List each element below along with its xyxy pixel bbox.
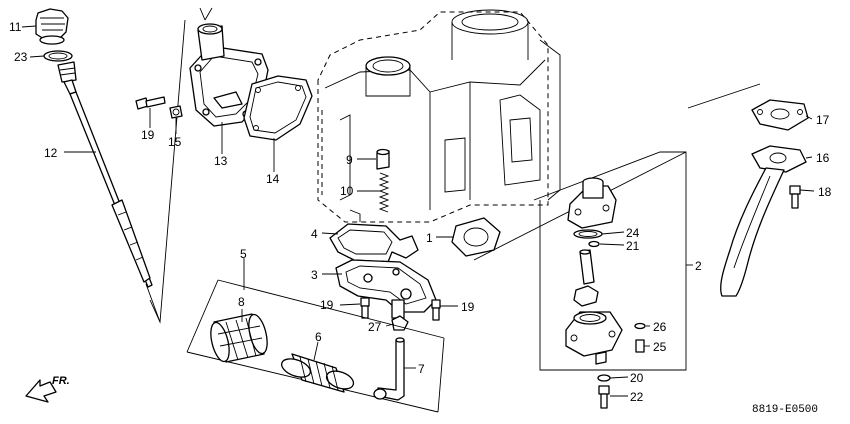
callout-11: 11 bbox=[9, 20, 22, 34]
direction-label: FR. bbox=[52, 375, 70, 387]
callout-6: 6 bbox=[315, 330, 322, 344]
callout-17: 17 bbox=[816, 113, 830, 127]
pipe-gasket bbox=[751, 99, 809, 131]
bolt-right bbox=[431, 299, 441, 321]
callout-22: 23 bbox=[14, 50, 28, 64]
nut-upper bbox=[169, 105, 183, 119]
pump-washer bbox=[588, 240, 600, 248]
oil-filler-cap bbox=[35, 8, 69, 45]
callout-20: 20 bbox=[630, 371, 644, 385]
pump-housing bbox=[565, 311, 623, 365]
callout-27: 27 bbox=[368, 320, 382, 334]
callout-5: 5 bbox=[240, 247, 247, 261]
leader-lines bbox=[21, 25, 815, 397]
pickup-pipe bbox=[373, 337, 405, 401]
washer-26 bbox=[634, 322, 646, 330]
strainer-filter bbox=[280, 353, 355, 393]
callout-14: 14 bbox=[266, 172, 280, 186]
bolt-upper bbox=[135, 96, 166, 110]
breather-gasket bbox=[243, 75, 313, 141]
callout-21: 21 bbox=[626, 239, 640, 253]
drawing-code: 8819-E0500 bbox=[752, 404, 818, 416]
pump-shaft bbox=[579, 249, 595, 285]
callout-4: 4 bbox=[311, 227, 318, 241]
callout-25: 25 bbox=[653, 340, 667, 354]
callout-19-left: 19 bbox=[320, 298, 334, 312]
oil-pump-body bbox=[335, 259, 437, 319]
bolt-24 bbox=[598, 385, 610, 409]
engine-block bbox=[317, 9, 561, 223]
callout-7: 7 bbox=[418, 362, 425, 376]
callout-9: 9 bbox=[346, 153, 353, 167]
spring bbox=[378, 172, 390, 213]
callout-13: 13 bbox=[214, 154, 228, 168]
dipstick bbox=[57, 61, 161, 323]
callout-23: 24 bbox=[626, 226, 640, 240]
callout-24: 22 bbox=[630, 390, 644, 404]
callout-10: 10 bbox=[340, 184, 354, 198]
callout-18: 18 bbox=[818, 185, 832, 199]
callout-1: 1 bbox=[426, 231, 433, 245]
callout-19-right: 19 bbox=[461, 300, 475, 314]
strainer-screen bbox=[210, 313, 268, 363]
bolt-25 bbox=[635, 339, 645, 353]
callout-3: 3 bbox=[311, 268, 318, 282]
front-direction-arrow bbox=[25, 379, 57, 403]
o-ring bbox=[43, 50, 73, 62]
callout-12: 12 bbox=[44, 146, 58, 160]
dowel-pin bbox=[376, 148, 390, 170]
callout-19-top: 19 bbox=[141, 128, 155, 142]
small-clip bbox=[391, 315, 409, 331]
pump-assembly-bracket bbox=[533, 151, 687, 371]
strainer-group-frame bbox=[186, 279, 445, 413]
pump-gasket bbox=[329, 223, 419, 263]
inner-rotor bbox=[573, 285, 599, 307]
washer-20 bbox=[597, 374, 611, 382]
bolt-left bbox=[360, 297, 370, 319]
pump-cover bbox=[567, 177, 617, 229]
callout-26: 26 bbox=[653, 320, 667, 334]
callout-16: 16 bbox=[816, 151, 830, 165]
callout-15: 15 bbox=[168, 135, 182, 149]
callout-8: 8 bbox=[238, 295, 245, 309]
callout-labels: 11 23 12 19 15 13 14 9 10 4 3 19 19 27 1… bbox=[9, 20, 832, 404]
callout-2: 2 bbox=[695, 259, 702, 273]
oil-pipe bbox=[720, 145, 807, 297]
pipe-bolt bbox=[789, 185, 801, 209]
